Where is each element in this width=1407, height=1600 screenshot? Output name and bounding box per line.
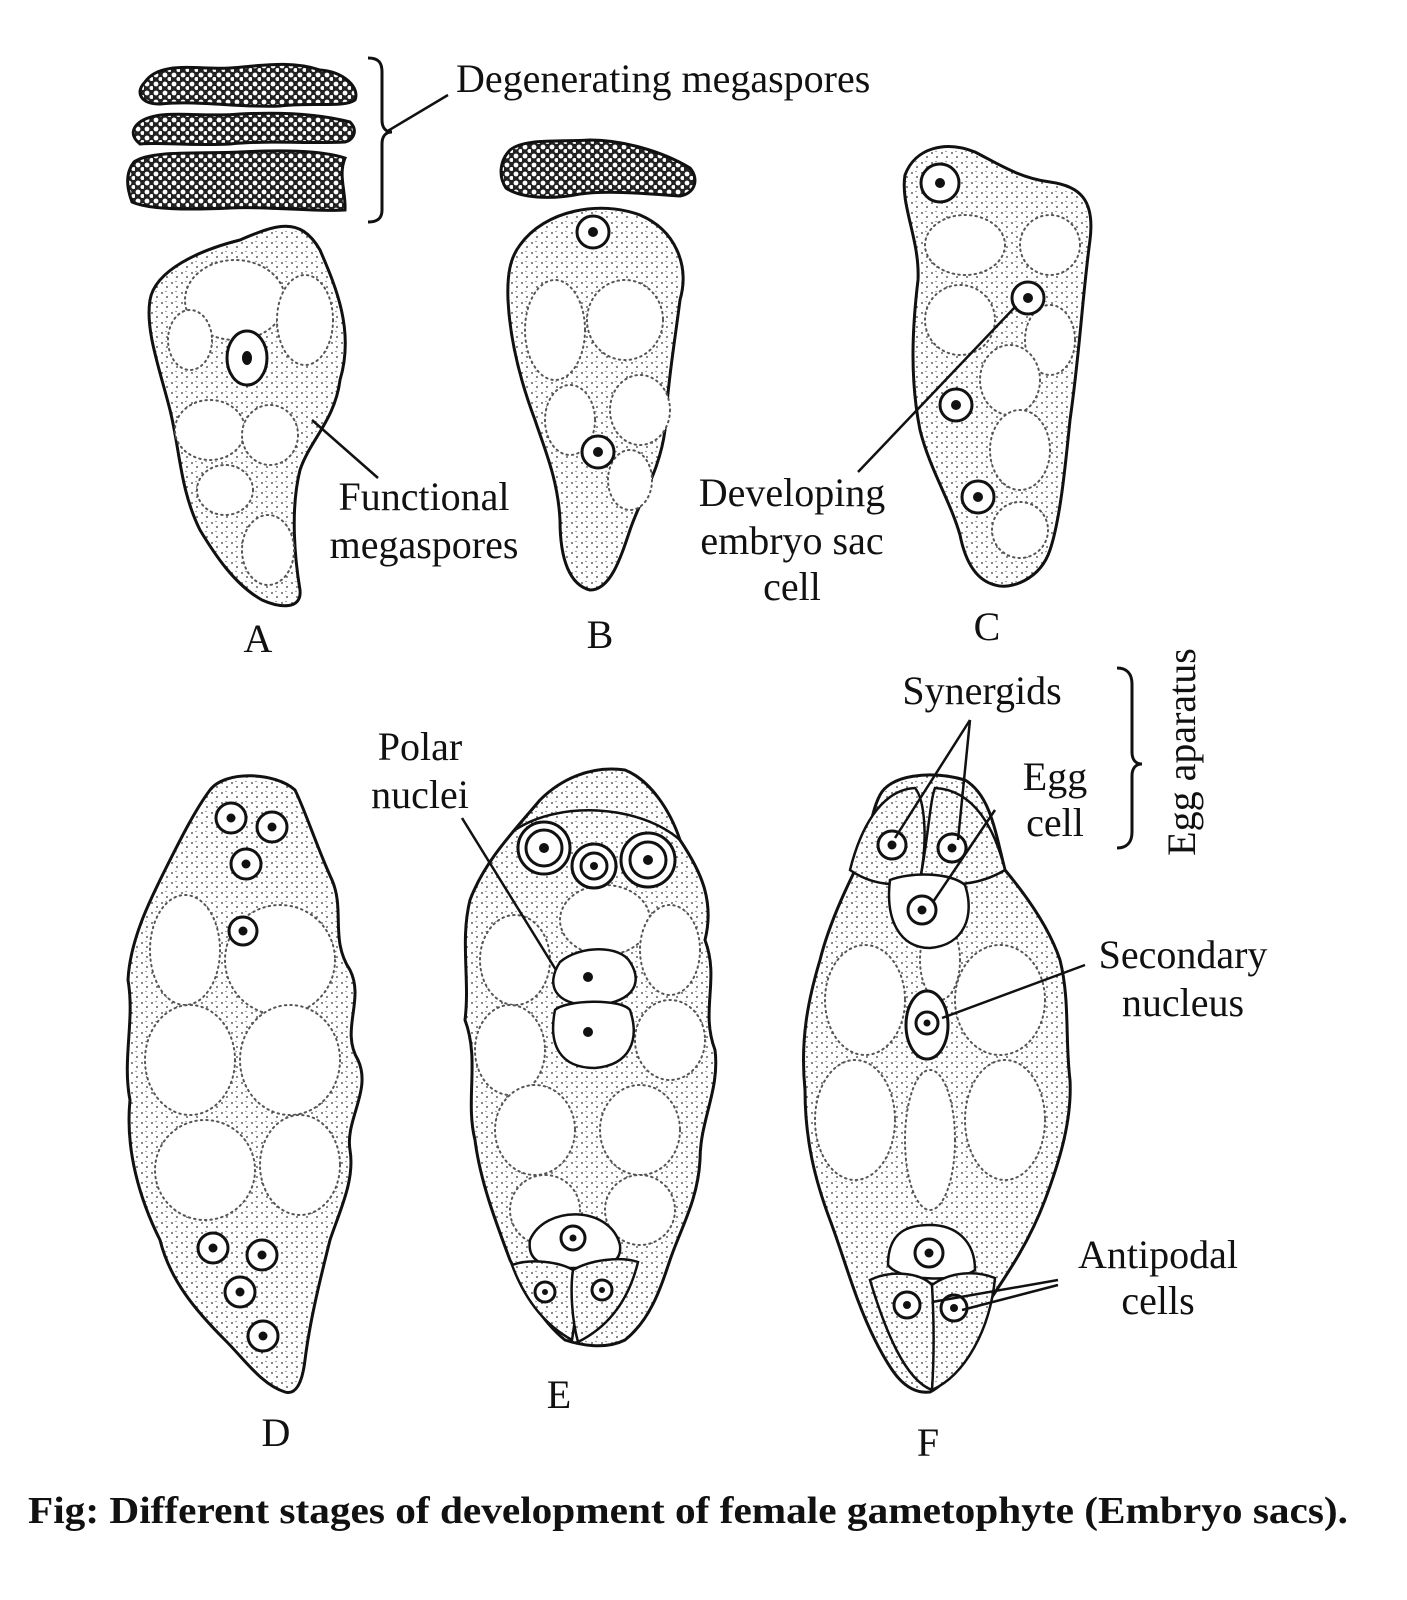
- sac-f-antipodal-cells: [868, 1223, 997, 1393]
- stage-f-figure: [802, 666, 1143, 1394]
- degenerating-megaspore-1: [138, 62, 358, 108]
- degenerating-megaspore-2: [131, 111, 356, 147]
- egg-cell-label-1: Egg: [1023, 754, 1087, 799]
- stage-label-d: D: [262, 1410, 291, 1455]
- sac-d-micropylar-nuclei: [214, 801, 289, 947]
- stage-a-figure: [126, 56, 393, 608]
- sac-e-vacuoles: [474, 884, 706, 1246]
- degenerating-megaspores-label: Degenerating megaspores: [456, 56, 870, 101]
- stage-label-a: A: [244, 616, 273, 661]
- sac-f-secondary-nucleus: [904, 989, 950, 1061]
- sac-b-nucleus-lower: [580, 434, 616, 470]
- polar-nuclei-label-2: nuclei: [371, 772, 469, 817]
- egg-apparatus-label: Egg aparatus: [1159, 648, 1204, 856]
- functional-megaspores-label-2: megaspores: [330, 522, 519, 567]
- secondary-nucleus-label-2: nucleus: [1122, 980, 1244, 1025]
- stage-c-figure: [857, 145, 1093, 588]
- polar-nuclei-leader: [460, 817, 558, 971]
- functional-megaspores-label-1: Functional: [338, 474, 509, 519]
- egg-cell-label-2: cell: [1026, 800, 1084, 845]
- stage-label-e: E: [547, 1372, 571, 1417]
- sac-c-nucleus-3: [938, 387, 974, 423]
- functional-megaspores-leader: [311, 419, 379, 479]
- developing-embryo-sac-leader: [857, 305, 1017, 473]
- sac-c-vacuoles: [924, 214, 1081, 559]
- functional-megaspore-nucleus: [225, 329, 269, 387]
- sac-f-vacuoles: [814, 919, 1046, 1211]
- degenerating-megaspore-b: [499, 138, 697, 199]
- polar-nuclei-label-1: Polar: [378, 724, 462, 769]
- sac-e-polar-nuclei: [551, 948, 637, 1070]
- sac-b-nucleus-upper: [575, 214, 611, 250]
- sac-e-egg-apparatus-nuclei: [516, 820, 677, 890]
- secondary-nucleus-label-1: Secondary: [1099, 932, 1268, 977]
- stage-e-figure: [460, 767, 718, 1348]
- stage-f-leaders: [893, 719, 1086, 1312]
- antipodal-cells-label-1: Antipodal: [1078, 1232, 1238, 1277]
- bracket-egg-apparatus: [1116, 666, 1143, 850]
- sac-f-egg-cell: [887, 873, 970, 950]
- sac-e-antipodal-cells: [510, 1213, 640, 1344]
- figure-caption: Fig: Different stages of development of …: [28, 1490, 1348, 1532]
- antipodal-cells-label-2: cells: [1121, 1278, 1194, 1323]
- sac-c-nucleus-4: [960, 479, 996, 515]
- stage-label-c: C: [974, 604, 1001, 649]
- sac-e-egg-apparatus-boundary: [514, 809, 681, 841]
- developing-embryo-sac-label-1: Developing: [699, 470, 886, 515]
- sac-c-nucleus-1: [919, 162, 961, 204]
- developing-embryo-sac-label-2: embryo sac: [700, 518, 883, 563]
- synergids-label: Synergids: [902, 668, 1061, 713]
- developing-embryo-sac-label-3: cell: [763, 564, 821, 609]
- sac-c-nucleus-2: [1010, 280, 1046, 316]
- stage-label-b: B: [587, 612, 614, 657]
- bracket-degenerating: [367, 56, 393, 224]
- sac-d-chalazal-nuclei: [196, 1231, 280, 1353]
- degenerating-megaspore-3: [126, 149, 348, 212]
- stage-b-figure: [499, 138, 697, 592]
- degenerating-megaspores-leader: [385, 93, 449, 134]
- stage-label-f: F: [917, 1420, 939, 1465]
- sac-f-synergids: [848, 786, 1007, 886]
- sac-b-vacuoles: [524, 279, 671, 511]
- stage-d-figure: [125, 774, 364, 1394]
